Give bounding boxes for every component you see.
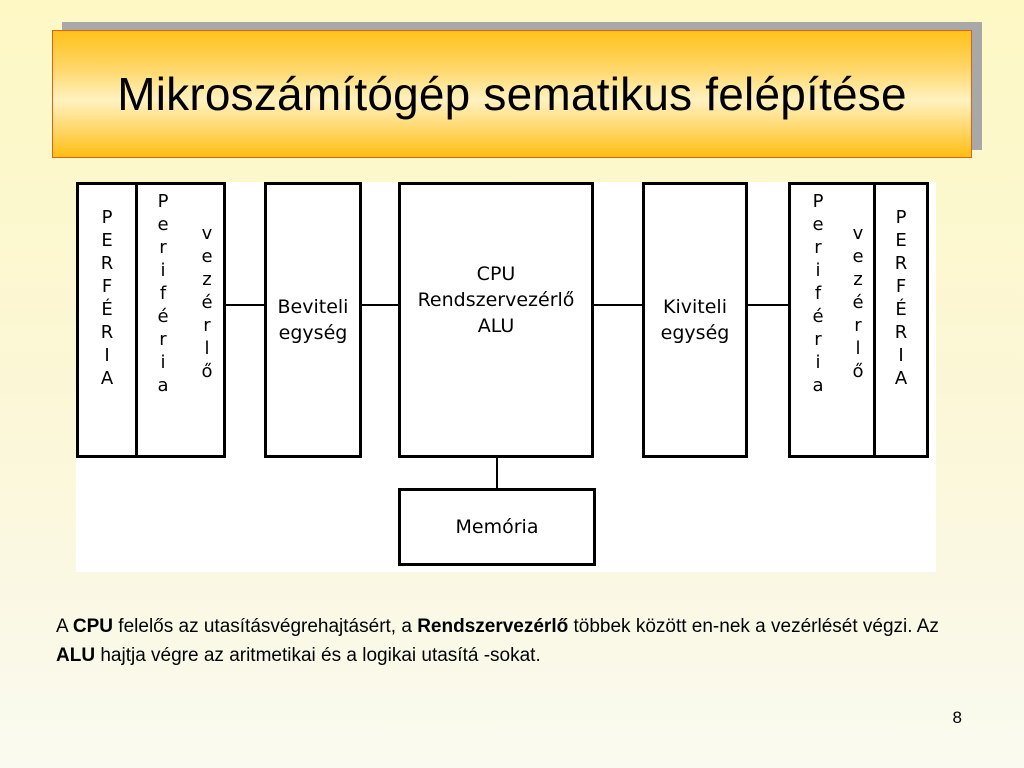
letter: l bbox=[204, 338, 210, 359]
letter: E bbox=[895, 230, 907, 251]
letter: P bbox=[895, 207, 907, 228]
letter: P bbox=[812, 191, 824, 212]
letter: É bbox=[895, 299, 907, 320]
letter: z bbox=[853, 269, 863, 290]
right-periferia-word: P e r i f é r i a bbox=[807, 193, 829, 400]
letter: I bbox=[898, 345, 904, 366]
letter: f bbox=[814, 283, 822, 304]
letter: É bbox=[101, 299, 113, 320]
letter: r bbox=[159, 237, 167, 258]
title-box: Mikroszámítógép sematikus felépítése bbox=[52, 30, 972, 158]
left-periferia-label: P E R F É R I A bbox=[79, 209, 135, 393]
rendszervezerlo-term: Rendszervezérlő bbox=[417, 616, 569, 637]
description-text: A CPU felelős az utasításvégrehajtásért,… bbox=[56, 616, 939, 666]
letter: i bbox=[815, 352, 821, 373]
letter: r bbox=[814, 329, 822, 350]
connector-cpu-kiviteli bbox=[594, 304, 642, 306]
letter: ő bbox=[201, 361, 213, 382]
letter: R bbox=[100, 322, 114, 343]
letter: é bbox=[852, 292, 864, 313]
connector-right bbox=[748, 304, 788, 306]
letter: é bbox=[812, 306, 824, 327]
alu-term: ALU bbox=[56, 645, 96, 666]
connector-left bbox=[226, 304, 264, 306]
left-vezerlo-box: P e r i f é r i a v e z é r l ő bbox=[135, 182, 226, 458]
letter: r bbox=[854, 315, 862, 336]
letter: R bbox=[894, 322, 908, 343]
kiviteli-label: Kiviteli egység bbox=[660, 296, 730, 344]
letter: z bbox=[202, 269, 212, 290]
cpu-term: CPU bbox=[72, 616, 114, 637]
letter: l bbox=[855, 338, 861, 359]
letter: i bbox=[160, 260, 166, 281]
letter: e bbox=[812, 214, 824, 235]
letter: f bbox=[159, 283, 167, 304]
letter: e bbox=[157, 214, 169, 235]
right-periferia-box: P E R F É R I A bbox=[873, 182, 929, 458]
connector-beviteli-cpu bbox=[362, 304, 398, 306]
page-number: 8 bbox=[952, 708, 962, 727]
letter: A bbox=[100, 368, 114, 389]
right-vezerlo-box: P e r i f é r i a v e z é r l ő bbox=[788, 182, 876, 458]
letter: R bbox=[100, 253, 114, 274]
right-periferia-label: P E R F É R I A bbox=[876, 209, 926, 393]
cpu-box: CPU Rendszervezérlő ALU bbox=[398, 182, 594, 458]
memoria-box: Memória bbox=[398, 488, 596, 566]
letter: a bbox=[812, 375, 824, 396]
letter: r bbox=[159, 329, 167, 350]
connector-cpu-memoria bbox=[496, 458, 498, 488]
letter: é bbox=[157, 306, 169, 327]
letter: i bbox=[160, 352, 166, 373]
memoria-label: Memória bbox=[455, 516, 539, 538]
right-vezerlo-word: v e z é r l ő bbox=[847, 225, 869, 386]
letter: r bbox=[203, 315, 211, 336]
letter: F bbox=[101, 276, 113, 297]
letter: P bbox=[101, 207, 113, 228]
cpu-label: CPU Rendszervezérlő ALU bbox=[417, 263, 575, 337]
letter: ő bbox=[852, 361, 864, 382]
letter: e bbox=[852, 246, 864, 267]
left-vezerlo-word: v e z é r l ő bbox=[196, 225, 218, 386]
letter: v bbox=[201, 223, 213, 244]
kiviteli-box: Kiviteli egység bbox=[642, 182, 748, 458]
letter: A bbox=[894, 368, 908, 389]
letter: v bbox=[852, 223, 864, 244]
left-periferia-box: P E R F É R I A bbox=[76, 182, 138, 458]
letter: a bbox=[157, 375, 169, 396]
architecture-diagram: P E R F É R I A P e r i f é r i a v e z … bbox=[76, 182, 936, 572]
beviteli-label: Beviteli egység bbox=[277, 296, 349, 344]
letter: P bbox=[157, 191, 169, 212]
letter: I bbox=[104, 345, 110, 366]
slide-title: Mikroszámítógép sematikus felépítése bbox=[117, 68, 907, 120]
letter: e bbox=[201, 246, 213, 267]
letter: i bbox=[815, 260, 821, 281]
letter: F bbox=[895, 276, 907, 297]
letter: r bbox=[814, 237, 822, 258]
left-periferia-word: P e r i f é r i a bbox=[152, 193, 174, 400]
beviteli-box: Beviteli egység bbox=[264, 182, 362, 458]
letter: E bbox=[101, 230, 113, 251]
letter: é bbox=[201, 292, 213, 313]
letter: R bbox=[894, 253, 908, 274]
